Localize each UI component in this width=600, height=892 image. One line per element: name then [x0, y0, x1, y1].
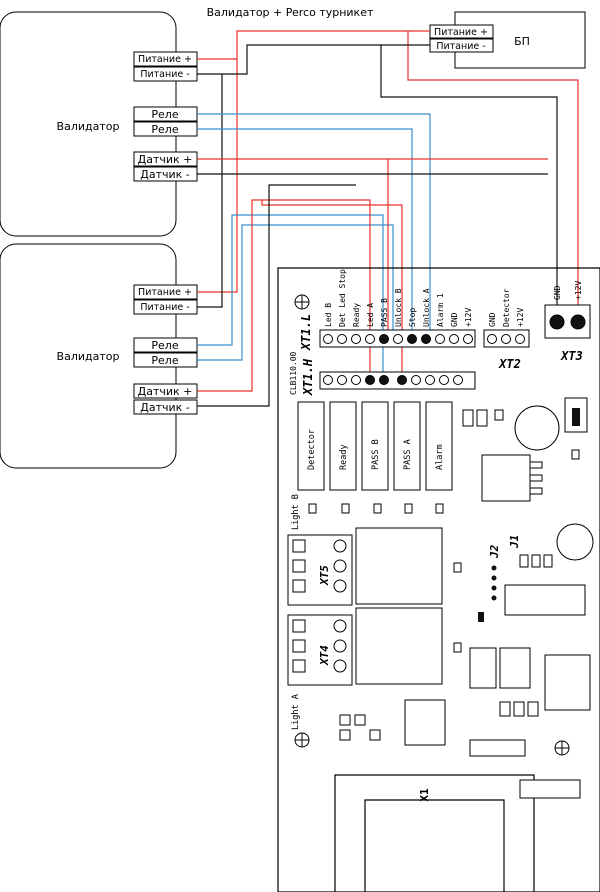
wire-power-plus-psu: [407, 31, 579, 315]
wire-power-minus-psu: [380, 45, 558, 315]
validator-top-pin-sensor-minus: Датчик -: [140, 168, 190, 181]
voltage-regulator: [481, 454, 531, 502]
xt1h-label: XT1.H: [301, 358, 315, 396]
power-relay-2: [355, 607, 443, 685]
xt1l-label: XT1.L: [299, 314, 313, 351]
validator-top-pin-power-minus: Питание -: [140, 69, 189, 80]
xt1l-screws: [323, 334, 473, 344]
microcontroller: [504, 584, 586, 616]
chip-1: [469, 647, 497, 689]
validator-bottom-pin-sensor-minus: Датчик -: [140, 401, 190, 414]
xt3-label: XT3: [560, 349, 583, 363]
validator-bottom-pin-relay-1: Реле: [151, 339, 178, 352]
pin-alarm-1: Alarm 1: [436, 293, 445, 327]
pin-unlock-a: Unlock A: [422, 288, 431, 327]
wire-relay-bottom-2: [197, 224, 394, 361]
pin-led-a: Led A: [366, 303, 375, 327]
xt5-terminal: [287, 534, 353, 606]
validator-top-pin-relay-1: Реле: [151, 108, 178, 121]
pin-12v: +12V: [464, 308, 473, 327]
light-b-label: Light B: [291, 494, 301, 530]
xt4-terminal: [287, 614, 353, 686]
leds: [308, 449, 580, 653]
power-relay-1: [355, 527, 443, 605]
validator-bottom-pin-sensor-plus: Датчик +: [138, 385, 193, 398]
relay-label-detector: Detector: [307, 429, 317, 470]
validator-bottom-pin-power-minus: Питание -: [140, 302, 189, 313]
controller-board: X1 XT1.L XT1.H CLB110.00 Led B Det Led S…: [277, 267, 600, 892]
validator-bottom-pin-relay-2: Реле: [151, 354, 178, 367]
xt3-pin-gnd: GND: [553, 285, 562, 300]
xt2-label: XT2: [498, 357, 521, 371]
xt2-pin-gnd: GND: [488, 312, 497, 327]
jumper-pins: [478, 565, 497, 622]
diagram-title: Валидатор + Perco турникет: [207, 6, 374, 19]
clb-label: CLB110.00: [289, 351, 298, 395]
light-a-label: Light A: [291, 694, 301, 730]
validator-top-pin-relay-2: Реле: [151, 123, 178, 136]
relay-label-ready: Ready: [339, 444, 349, 470]
psu-name: БП: [514, 35, 530, 48]
validator-bottom: Валидатор Питание + Питание - Реле Реле …: [0, 243, 198, 469]
validator-bottom-name: Валидатор: [57, 350, 120, 363]
pin-led-b: Led B: [324, 303, 333, 327]
psu-pin-power-plus: Питание +: [434, 27, 488, 38]
psu-block: БП Питание + Питание -: [429, 11, 586, 69]
relay-label-pass-b: PASS B: [371, 439, 381, 470]
buzzer: [514, 405, 560, 451]
pin-pass-b: PASS B: [380, 298, 389, 327]
relay-blocks: [297, 401, 453, 491]
xt2-pin-detector: Detector: [502, 288, 511, 327]
validator-top-name: Валидатор: [57, 120, 120, 133]
wire-sensor-bottom-plus: [197, 199, 371, 392]
validator-top-pin-power-plus: Питание +: [138, 54, 192, 65]
x1-label: X1: [418, 788, 431, 802]
wire-power-plus-top: [197, 30, 430, 60]
relay-label-pass-a: PASS A: [403, 439, 413, 470]
xt5-label: XT5: [318, 565, 331, 586]
wire-relay-top-2: [197, 128, 413, 340]
pin-unlock-b: Unlock B: [394, 288, 403, 327]
relay-label-alarm: Alarm: [435, 444, 445, 470]
validator-top: Валидатор Питание + Питание - Реле Реле …: [0, 11, 198, 237]
validator-bottom-pin-power-plus: Питание +: [138, 287, 192, 298]
pin-ready: Ready: [352, 303, 361, 327]
wires: [197, 30, 579, 407]
chip-2: [499, 647, 531, 689]
wire-power-minus-bottom: [197, 74, 223, 308]
psu-pin-power-minus: Питание -: [436, 41, 485, 52]
wire-sensor-bottom-plus-2: [261, 200, 403, 380]
xt2-pin-12v: +12V: [516, 308, 525, 327]
x1-connector: [334, 774, 535, 892]
j2-label: J2: [488, 544, 501, 559]
connector-block: [544, 654, 591, 711]
pin-stop: Stop: [408, 308, 417, 327]
xt3-pin-12v: +12V: [574, 281, 583, 300]
chip-3: [404, 699, 446, 746]
pin-det-led-stop: Det Led Stop: [338, 269, 347, 327]
wire-relay-bottom-1: [197, 214, 384, 375]
j1-label: J1: [508, 535, 521, 549]
xt1h-screws: [323, 375, 463, 385]
wire-sensor-bottom-minus: [197, 184, 356, 407]
validator-top-pin-sensor-plus: Датчик +: [138, 153, 193, 166]
pin-gnd: GND: [450, 312, 459, 327]
battery: [556, 523, 594, 561]
wire-relay-top-1: [197, 113, 431, 340]
xt4-label: XT4: [318, 645, 331, 666]
wire-power-plus-bottom: [197, 59, 238, 293]
xt1-pin-labels: Led B Det Led Stop Ready Led A PASS B Un…: [324, 269, 473, 327]
